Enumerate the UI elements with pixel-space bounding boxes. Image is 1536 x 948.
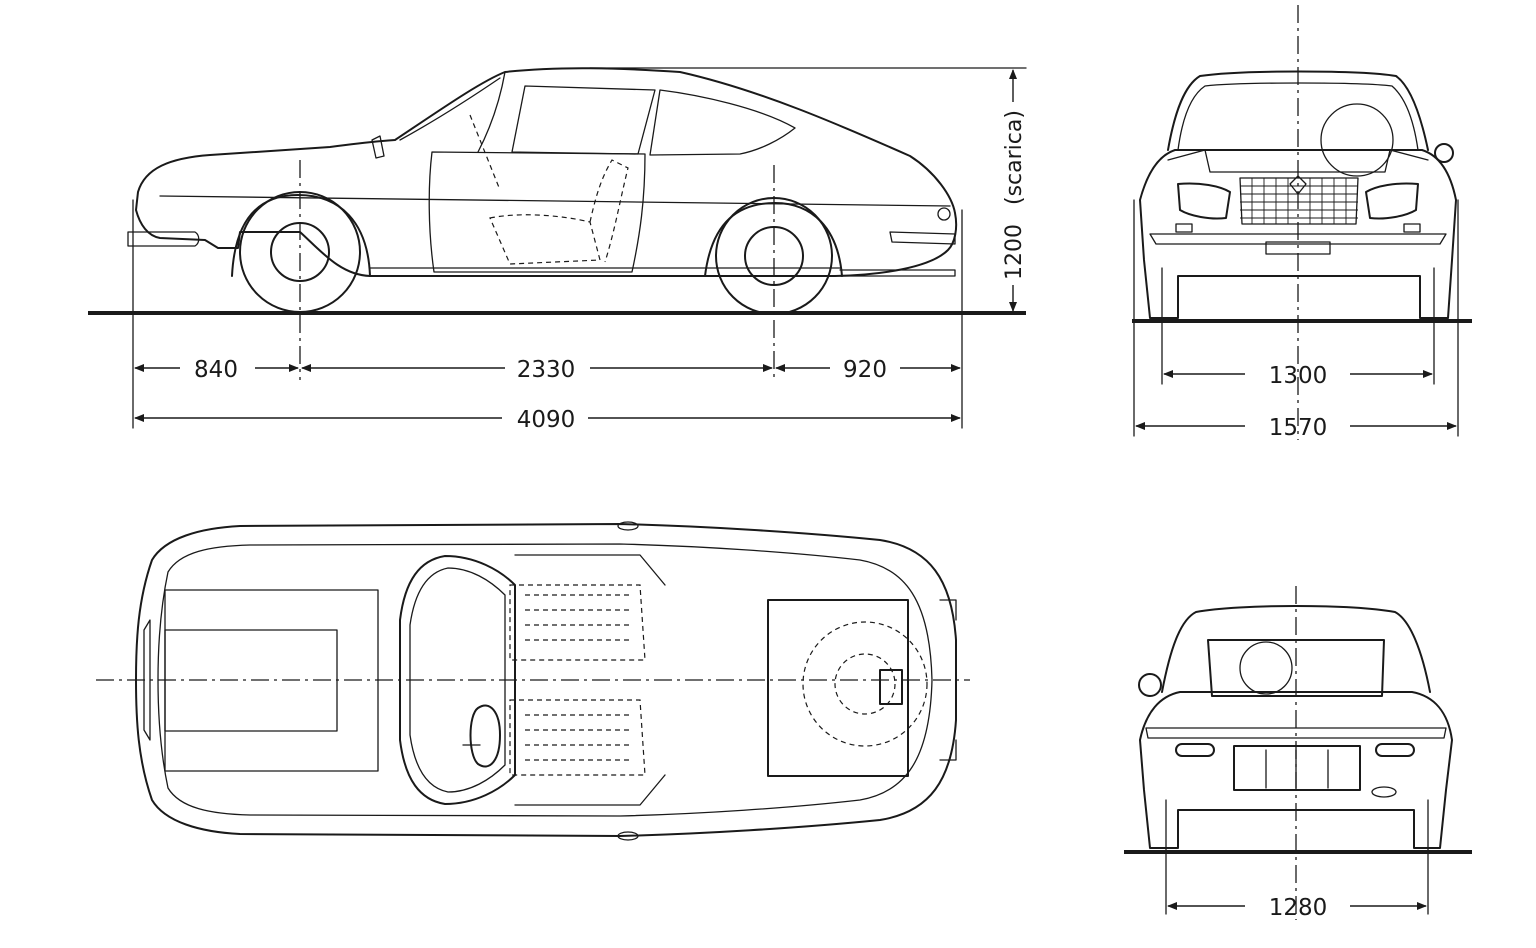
front-hood-line — [1167, 149, 1429, 173]
top-door-line — [514, 554, 666, 806]
side-front-bumper — [127, 231, 200, 247]
front-foglight-left — [1175, 223, 1193, 233]
side-door — [428, 151, 646, 273]
dim-rear-track-label: 1280 — [1269, 895, 1328, 921]
top-spare-wheel-inner — [834, 653, 896, 715]
rear-view: 1280 — [1124, 586, 1472, 921]
side-taillight — [937, 207, 951, 221]
top-spare-clamp — [879, 669, 903, 705]
rear-window-reflection — [1239, 641, 1293, 695]
rear-roof-outline — [1161, 605, 1431, 693]
top-seat-right — [509, 699, 646, 776]
front-grille-bars — [1240, 178, 1358, 224]
dim-overall-width-label: 1570 — [1269, 415, 1328, 441]
rear-taillight-right — [1375, 743, 1415, 757]
top-rear-bumper — [939, 599, 957, 761]
rear-body-outline — [1139, 691, 1453, 849]
rear-plate — [1233, 745, 1361, 791]
side-roofline-inner — [399, 71, 506, 153]
dim-height-label: 1200 — [1002, 224, 1027, 280]
front-spare-wheel-seen — [1320, 103, 1394, 177]
top-body-inner — [157, 543, 933, 817]
front-mirror — [1434, 143, 1454, 163]
rear-lamp-bottom — [1371, 786, 1397, 798]
side-beltline — [159, 195, 951, 207]
rear-taillight-left — [1175, 743, 1215, 757]
top-mirror-right — [617, 831, 639, 841]
rear-bumper — [1145, 727, 1447, 739]
side-rear-arch — [704, 202, 843, 277]
side-front-arch — [231, 194, 371, 277]
side-seat-dashed — [489, 159, 629, 265]
top-seat-left — [509, 584, 646, 661]
front-plate — [1265, 241, 1331, 255]
dim-overall-length-label: 4090 — [517, 407, 576, 433]
top-engine-lid — [767, 599, 909, 777]
side-view: 840 2330 920 4090 1200 (scarica) — [88, 67, 1027, 433]
front-headlight-right — [1365, 182, 1419, 220]
front-roof-outline — [1167, 70, 1429, 151]
dim-rear-overhang-label: 920 — [843, 357, 887, 383]
side-rear-window — [649, 89, 796, 156]
top-spare-wheel-outer — [802, 621, 928, 747]
dim-front-track-label: 1300 — [1269, 363, 1328, 389]
front-windshield-inner — [1177, 82, 1419, 151]
side-steering-dashed — [469, 114, 501, 191]
side-body-outline — [135, 67, 958, 277]
top-body-outline — [135, 523, 957, 837]
front-lancia-badge — [1289, 175, 1307, 195]
top-steering-wheel — [469, 704, 501, 768]
front-bumper — [1149, 233, 1447, 245]
side-mirror — [371, 135, 385, 159]
rear-plate-divisions — [1265, 749, 1329, 789]
dim-wheelbase-label: 2330 — [517, 357, 576, 383]
side-front-window — [511, 85, 656, 155]
rear-window — [1207, 639, 1385, 697]
side-rear-bumper — [889, 231, 956, 245]
front-grille — [1239, 177, 1359, 225]
front-view: 1300 1570 — [1132, 5, 1472, 441]
top-view — [96, 521, 970, 841]
top-mirror-left — [617, 521, 639, 531]
rear-mirror — [1138, 673, 1162, 697]
top-front-bumper — [143, 619, 151, 741]
front-headlight-left — [1177, 182, 1231, 220]
dim-front-overhang-label: 840 — [194, 357, 238, 383]
side-sill — [369, 267, 956, 277]
top-hood-panel — [164, 629, 338, 732]
front-foglight-right — [1403, 223, 1421, 233]
top-roof — [409, 567, 506, 793]
dim-height-note: (scarica) — [1002, 110, 1027, 205]
